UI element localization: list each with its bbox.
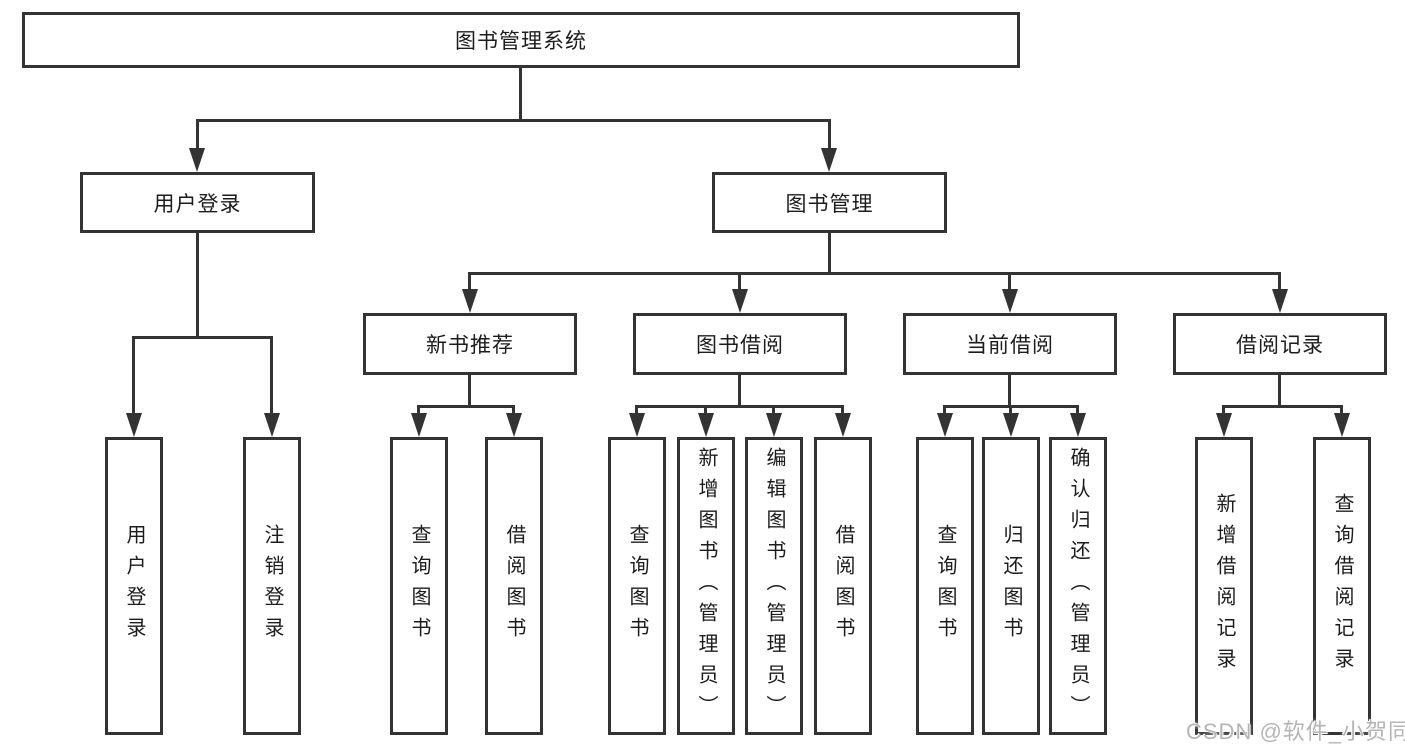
connector-current-borrow-stem: [1008, 375, 1011, 406]
leaf-query-books-current-label: 查询图书: [934, 524, 956, 648]
arrowhead-down-icon: [506, 413, 522, 437]
connector-borrow-records-stem: [1278, 375, 1281, 406]
connector-book-borrow-stem: [738, 375, 741, 406]
leaf-logout-label: 注销登录: [261, 524, 283, 648]
connector-book-mgmt-stem: [828, 233, 831, 273]
leaf-add-borrow-record: 新增借阅记录: [1195, 437, 1253, 735]
arrowhead-down-icon: [1272, 289, 1288, 313]
node-book-management: 图书管理: [712, 172, 947, 233]
node-new-book-recommend: 新书推荐: [363, 313, 577, 375]
connector-new-books-stem: [468, 375, 471, 406]
connector-new-books-rail: [417, 405, 515, 408]
connector-root-stem: [519, 68, 522, 120]
connector-drop: [1340, 405, 1343, 417]
leaf-query-books-recommend: 查询图书: [390, 437, 448, 735]
connector-drop: [943, 405, 946, 417]
arrowhead-down-icon: [264, 413, 280, 437]
leaf-query-books: 查询图书: [608, 437, 666, 735]
connector-drop: [1009, 405, 1012, 417]
arrowhead-down-icon: [462, 289, 478, 313]
arrowhead-down-icon: [189, 148, 205, 172]
node-root-label: 图书管理系统: [455, 30, 587, 53]
leaf-borrow-books-recommend-label: 借阅图书: [503, 524, 525, 648]
connector-user-login-stem: [196, 233, 199, 337]
arrowhead-down-icon: [1070, 413, 1086, 437]
node-book-borrowing-label: 图书借阅: [696, 334, 784, 357]
connector-drop: [772, 405, 775, 417]
node-book-borrowing: 图书借阅: [633, 313, 847, 375]
leaf-borrow-books: 借阅图书: [814, 437, 872, 735]
connector-drop: [1076, 405, 1079, 417]
node-borrowing-records: 借阅记录: [1173, 313, 1387, 375]
connector-book-borrow-rail: [635, 405, 844, 408]
connector-root-rail: [196, 119, 831, 122]
arrowhead-down-icon: [937, 413, 953, 437]
node-current-borrowing: 当前借阅: [903, 313, 1117, 375]
leaf-query-borrow-record: 查询借阅记录: [1313, 437, 1371, 735]
leaf-edit-books-admin-label: 编辑图书（管理员）: [763, 446, 785, 726]
connector-user-login-rail: [132, 336, 273, 339]
connector-drop: [635, 405, 638, 417]
arrowhead-down-icon: [126, 413, 142, 437]
leaf-return-books: 归还图书: [982, 437, 1040, 735]
connector-drop: [512, 405, 515, 417]
arrowhead-down-icon: [1003, 413, 1019, 437]
connector-book-mgmt-rail: [468, 272, 1281, 275]
connector-drop-leaf-logout: [270, 336, 273, 416]
connector-borrow-records-rail: [1222, 405, 1343, 408]
arrowhead-down-icon: [411, 413, 427, 437]
leaf-add-books-admin: 新增图书（管理员）: [677, 437, 735, 735]
connector-drop-current-borrow: [1008, 272, 1011, 292]
leaf-user-login-label: 用户登录: [123, 524, 145, 648]
connector-drop-new-books: [468, 272, 471, 292]
arrowhead-down-icon: [1334, 413, 1350, 437]
connector-drop-user-login: [196, 119, 199, 152]
leaf-confirm-return-admin: 确认归还（管理员）: [1049, 437, 1107, 735]
leaf-query-books-label: 查询图书: [626, 524, 648, 648]
leaf-borrow-books-recommend: 借阅图书: [485, 437, 543, 735]
arrowhead-down-icon: [629, 413, 645, 437]
node-borrowing-records-label: 借阅记录: [1236, 334, 1324, 357]
leaf-confirm-return-admin-label: 确认归还（管理员）: [1067, 446, 1089, 726]
leaf-return-books-label: 归还图书: [1000, 524, 1022, 648]
leaf-add-borrow-record-label: 新增借阅记录: [1213, 493, 1235, 679]
arrowhead-down-icon: [698, 413, 714, 437]
connector-drop-book-mgmt: [828, 119, 831, 152]
connector-drop-leaf-user-login: [132, 336, 135, 416]
connector-drop-borrow-records: [1278, 272, 1281, 292]
leaf-borrow-books-label: 借阅图书: [832, 524, 854, 648]
node-new-book-recommend-label: 新书推荐: [426, 334, 514, 357]
arrowhead-down-icon: [1216, 413, 1232, 437]
leaf-query-books-recommend-label: 查询图书: [408, 524, 430, 648]
leaf-query-books-current: 查询图书: [916, 437, 974, 735]
arrowhead-down-icon: [732, 289, 748, 313]
leaf-query-borrow-record-label: 查询借阅记录: [1331, 493, 1353, 679]
arrowhead-down-icon: [835, 413, 851, 437]
node-user-login-label: 用户登录: [153, 192, 242, 216]
node-root-library-system: 图书管理系统: [22, 12, 1020, 68]
node-book-management-label: 图书管理: [785, 192, 874, 216]
connector-drop: [1222, 405, 1225, 417]
connector-drop-book-borrow: [738, 272, 741, 292]
leaf-edit-books-admin: 编辑图书（管理员）: [745, 437, 803, 735]
node-user-login: 用户登录: [80, 172, 315, 233]
csdn-watermark: CSDN @软件_小贺同学: [1186, 719, 1405, 744]
arrowhead-down-icon: [1002, 289, 1018, 313]
arrowhead-down-icon: [821, 148, 837, 172]
arrowhead-down-icon: [766, 413, 782, 437]
connector-drop: [417, 405, 420, 417]
connector-drop: [704, 405, 707, 417]
node-current-borrowing-label: 当前借阅: [966, 334, 1054, 357]
connector-drop: [841, 405, 844, 417]
leaf-add-books-admin-label: 新增图书（管理员）: [695, 446, 717, 726]
leaf-logout: 注销登录: [243, 437, 301, 735]
leaf-user-login: 用户登录: [105, 437, 163, 735]
